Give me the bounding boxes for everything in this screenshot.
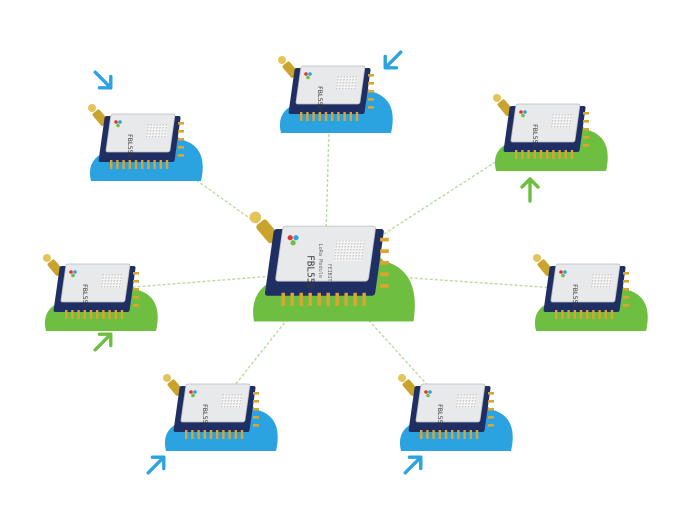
lora-module: FBL550 [398,374,494,439]
lora-module: FBL550 [533,254,629,319]
arrow-icon [93,70,113,90]
header-pins [555,272,629,319]
lora-module: FBL550 [88,104,184,169]
qr-code [145,124,168,138]
shield-can [180,383,251,423]
brand-logo [424,390,432,398]
brand-logo [114,120,122,128]
qr-code [100,274,123,288]
lora-module: FBL550 [163,374,259,439]
shield-can [415,383,486,423]
lora-module: FBL550 [493,94,589,159]
end-node: FBL550 [43,254,158,331]
module-sub-label: LoRa Module [317,244,323,279]
module-model-label: FBL550 [81,284,89,308]
brand-logo [287,235,299,246]
arrow-icon [93,332,113,352]
module-brand-label: FEIBIT [326,264,332,282]
module-model-label: FBL550 [316,86,324,110]
qr-code [455,394,478,408]
arrow-icon [403,455,423,475]
module-model-label: FBL550 [126,134,134,158]
link-line [324,271,586,291]
lora-module: FBL550 [43,254,139,319]
arrow-icon [383,50,403,70]
brand-logo [189,390,197,398]
end-node: FBL550 [278,56,393,133]
module-model-label: FBL550 [436,404,444,428]
qr-code [335,76,358,90]
end-node: FBL550 [533,254,648,331]
brand-logo [519,110,527,118]
qr-code [550,114,573,128]
header-pins [281,237,389,306]
shield-can [60,263,131,303]
brand-logo [559,270,567,278]
end-node: FBL550 [493,94,608,171]
qr-code [333,240,366,261]
header-pins [515,112,589,159]
qr-code [220,394,243,408]
module-model-label: FBL550 [305,255,316,289]
brand-logo [69,270,77,278]
shield-can [275,225,376,282]
module-model-label: FBL550 [201,404,209,428]
header-pins [110,122,184,169]
module-model-label: FBL550 [571,284,579,308]
end-node: FBL550 [163,374,278,451]
lora-module: FBL550 [278,56,374,121]
header-pins [300,74,374,121]
brand-logo [304,72,312,80]
arrow-icon [520,177,540,203]
shield-can [295,65,366,105]
header-pins [420,392,494,439]
arrow-icon [146,455,166,475]
link-line [324,129,546,273]
shield-can [550,263,621,303]
shield-can [510,103,581,143]
link-line [94,271,326,291]
header-pins [185,392,259,439]
module-model-label: FBL550 [531,124,539,148]
end-node: FBL550 [88,104,203,181]
qr-code [590,274,613,288]
shield-can [105,113,176,153]
header-pins [65,272,139,319]
end-node: FBL550 [398,374,513,451]
